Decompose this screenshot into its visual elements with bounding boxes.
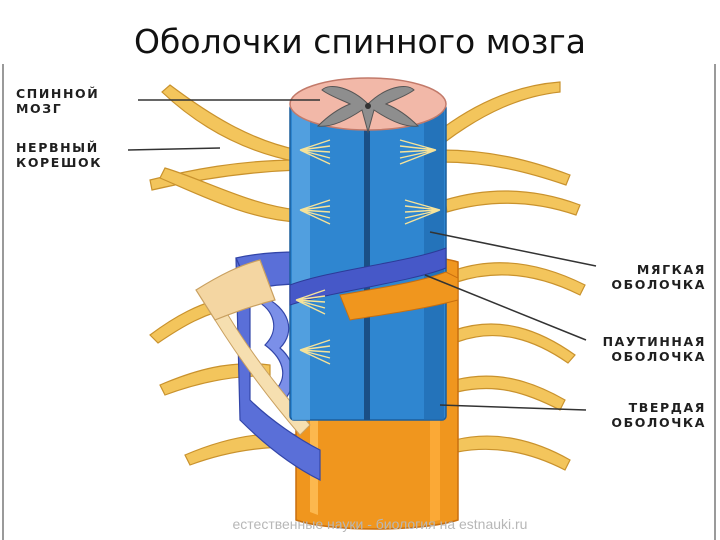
nerve-root-right-3 xyxy=(454,262,586,296)
leader-arachnoid xyxy=(424,274,587,341)
page-title: Оболочки спинного мозга xyxy=(134,22,586,61)
nerve-root-right-1 xyxy=(439,81,561,143)
nerve-root-right-2 xyxy=(444,190,581,216)
nerve-root-left-1 xyxy=(161,84,299,163)
nerve-root-right-5 xyxy=(454,375,566,411)
label-dura-mater: ТВЕРДАЯ ОБОЛОЧКА xyxy=(611,400,706,430)
slide-edge-right xyxy=(714,64,716,540)
leader-dura xyxy=(439,404,587,411)
watermark-text: естественные науки - биология на estnauk… xyxy=(232,516,528,532)
rootlet-fans xyxy=(295,139,441,365)
anterior-fissure xyxy=(364,104,370,420)
nerve-root-right-1b xyxy=(439,149,571,186)
central-canal xyxy=(365,103,371,109)
dura-flap-lower xyxy=(214,314,311,436)
dura-flap xyxy=(195,259,276,321)
leader-pia xyxy=(429,231,597,267)
nerve-root-right-6 xyxy=(454,435,571,471)
label-arachnoid: ПАУТИННАЯ ОБОЛОЧКА xyxy=(602,334,706,364)
slide-edge-left xyxy=(2,64,4,540)
leader-nerve-root xyxy=(127,147,221,151)
arachnoid-band xyxy=(289,247,447,306)
arachnoid-wall xyxy=(235,257,321,481)
nerve-root-right-4 xyxy=(454,323,576,364)
gray-matter xyxy=(316,86,420,134)
nerve-root-left-2 xyxy=(159,167,299,223)
spinal-cord-shade-left xyxy=(292,104,310,420)
leader-lines xyxy=(127,99,597,411)
label-nerve-root: НЕРВНЫЙ КОРЕШОК xyxy=(16,140,103,170)
label-spinal-cord: СПИННОЙ МОЗГ xyxy=(16,86,100,116)
label-pia-mater: МЯГКАЯ ОБОЛОЧКА xyxy=(611,262,706,292)
